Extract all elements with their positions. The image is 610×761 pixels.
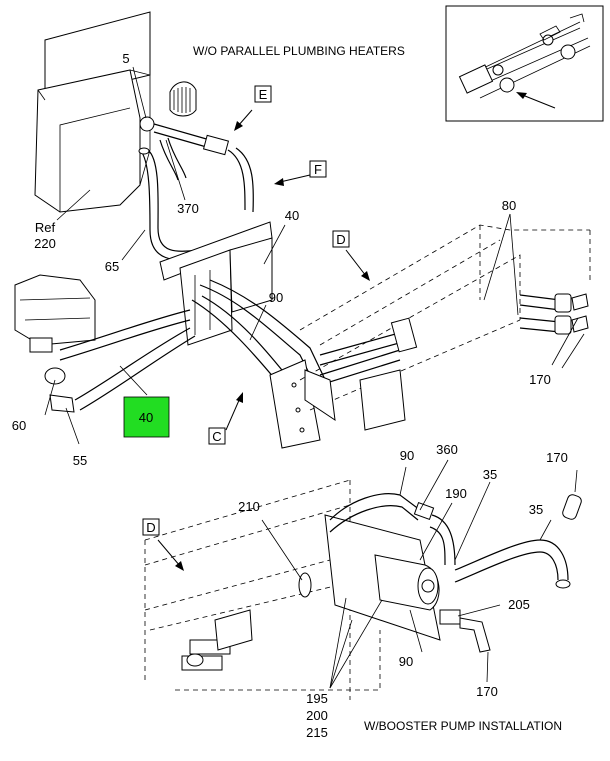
view-label-D-top: D xyxy=(332,230,350,248)
callout-220: 220 xyxy=(34,236,56,251)
callout-170-top: 170 xyxy=(546,450,568,465)
svg-text:F: F xyxy=(314,162,322,177)
heater-assembly xyxy=(34,11,254,261)
callout-40-top: 40 xyxy=(285,208,299,223)
callout-195: 195 xyxy=(306,691,328,706)
callout-55: 55 xyxy=(73,453,87,468)
callout-90-bottom: 90 xyxy=(399,654,413,669)
crossmember-bracket xyxy=(14,221,331,449)
view-label-E: E xyxy=(254,85,272,103)
callout-90-top: 90 xyxy=(269,290,283,305)
caption-bottom: W/BOOSTER PUMP INSTALLATION xyxy=(364,719,562,733)
callout-60: 60 xyxy=(12,418,26,433)
view-label-D-bottom: D xyxy=(142,518,160,536)
callout-215: 215 xyxy=(306,725,328,740)
callout-360: 360 xyxy=(436,442,458,457)
callout-170-right: 170 xyxy=(529,372,551,387)
callout-190: 190 xyxy=(445,486,467,501)
callout-35-left: 35 xyxy=(483,467,497,482)
booster-pump-assembly xyxy=(144,479,582,700)
callout-370: 370 xyxy=(177,201,199,216)
svg-text:40: 40 xyxy=(139,410,153,425)
callout-90-mid: 90 xyxy=(400,448,414,463)
view-arrows xyxy=(157,109,370,571)
callout-ref: Ref xyxy=(35,220,56,235)
callout-numbers: 5 370 40 80 Ref 220 65 90 170 60 55 90 3… xyxy=(12,51,568,740)
svg-text:D: D xyxy=(146,520,155,535)
callout-210: 210 xyxy=(238,499,260,514)
callout-80: 80 xyxy=(502,198,516,213)
caption-top: W/O PARALLEL PLUMBING HEATERS xyxy=(193,44,405,58)
svg-text:D: D xyxy=(336,232,345,247)
locator-inset xyxy=(445,5,604,122)
svg-text:C: C xyxy=(212,429,221,444)
leader-lines xyxy=(44,66,585,689)
callout-5: 5 xyxy=(122,51,129,66)
callout-205: 205 xyxy=(508,597,530,612)
frame-rail-right xyxy=(299,224,591,431)
svg-text:E: E xyxy=(259,87,268,102)
callout-35-right: 35 xyxy=(529,502,543,517)
highlighted-callout-40[interactable]: 40 xyxy=(123,396,170,438)
callout-200: 200 xyxy=(306,708,328,723)
view-label-C: C xyxy=(208,427,226,445)
view-label-F: F xyxy=(309,160,327,178)
callout-170-bottom: 170 xyxy=(476,684,498,699)
callout-65: 65 xyxy=(105,259,119,274)
